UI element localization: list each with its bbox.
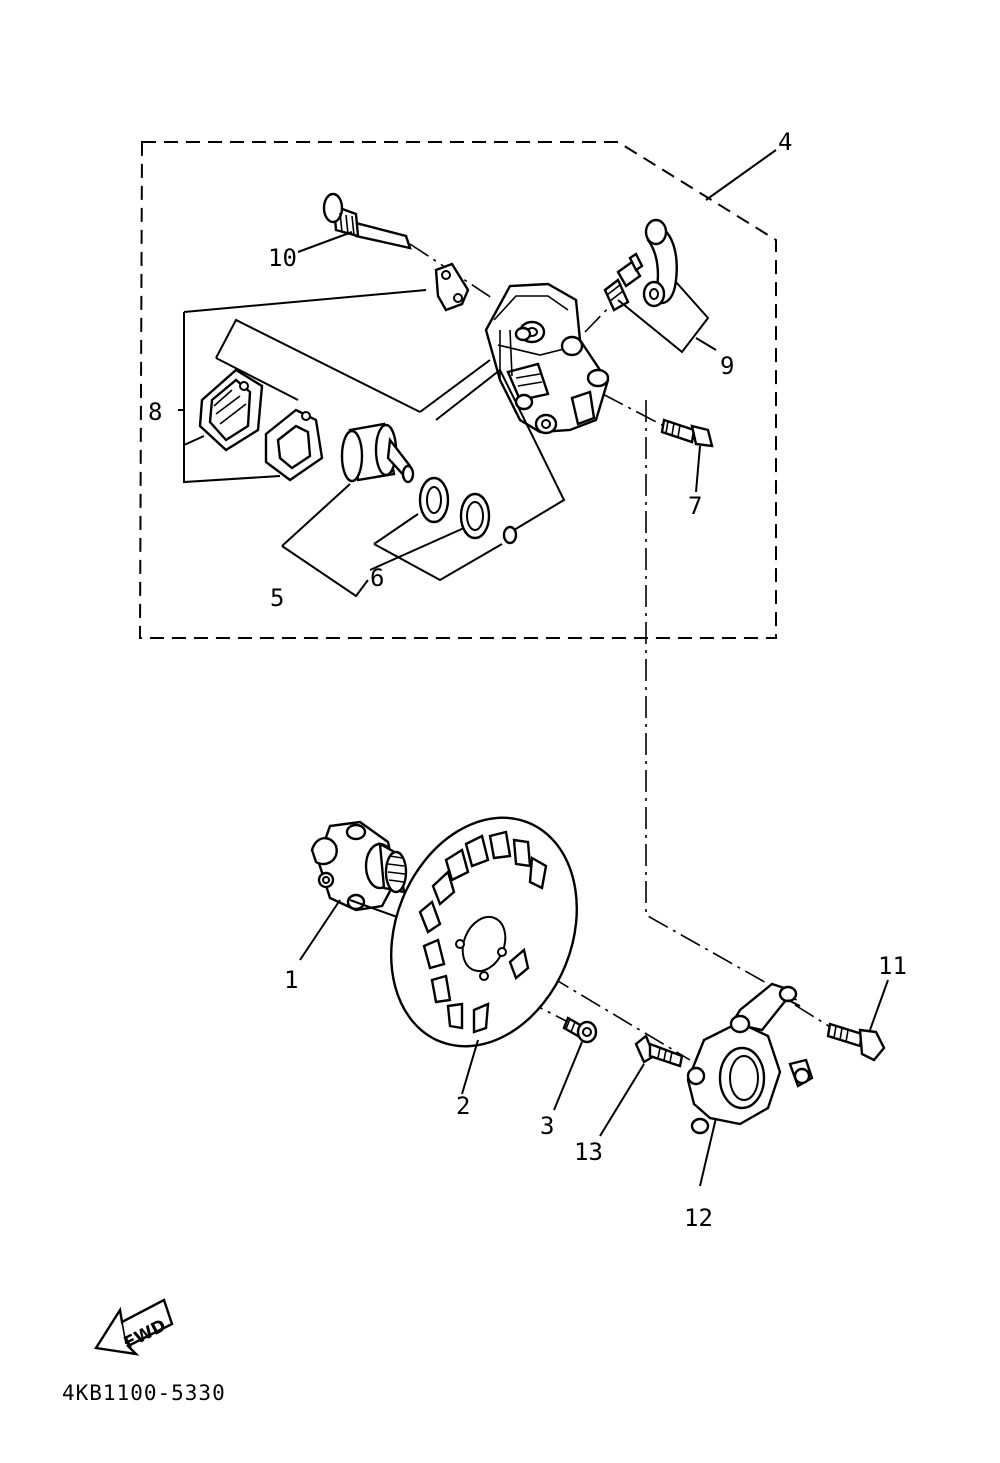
drawing-code: 4KB1100-5330 — [62, 1381, 226, 1405]
bracket-bolt-11 — [826, 1022, 886, 1062]
bracket-bolt-13 — [634, 1034, 684, 1068]
callout-12: 12 — [684, 1204, 713, 1232]
caliper-assembly-boundary — [138, 141, 777, 639]
callout-6: 6 — [370, 564, 384, 592]
brake-pad-inner-8 — [264, 408, 324, 482]
lower-leaders — [299, 899, 889, 1187]
brake-hub-1 — [310, 820, 408, 919]
callout-10: 10 — [268, 244, 297, 272]
bleed-cap-9 — [642, 218, 678, 308]
bleed-screw-9 — [603, 252, 644, 312]
caliper-bracket-12 — [686, 982, 814, 1135]
callout-4: 4 — [778, 128, 792, 156]
fwd-arrow-icon — [94, 1298, 174, 1356]
brake-pad-outer-8 — [198, 368, 264, 452]
callout-13: 13 — [574, 1138, 603, 1166]
callout-7: 7 — [688, 492, 702, 520]
pad-pin-bolt-10 — [322, 192, 412, 250]
brake-disc-2 — [390, 816, 578, 1048]
dust-seal-6 — [459, 492, 491, 540]
callout-8: 8 — [148, 398, 162, 426]
center-line-caliper-to-bracket — [645, 400, 801, 1003]
callout-11: 11 — [878, 952, 907, 980]
piston-seal-6 — [418, 476, 450, 524]
disc-bolt-3 — [562, 1016, 598, 1044]
callout-3: 3 — [540, 1112, 554, 1140]
callout-brackets — [178, 149, 777, 598]
callout-1: 1 — [284, 966, 298, 994]
caliper-bolt-7 — [660, 418, 714, 448]
caliper-body — [484, 282, 610, 435]
callout-2: 2 — [456, 1092, 470, 1120]
callout-9: 9 — [720, 352, 734, 380]
o-ring-6 — [502, 525, 518, 545]
center-line-bolt-11 — [794, 1004, 836, 1031]
piston-5 — [340, 422, 415, 484]
callout-5: 5 — [270, 584, 284, 612]
pad-spring-8 — [434, 262, 470, 312]
